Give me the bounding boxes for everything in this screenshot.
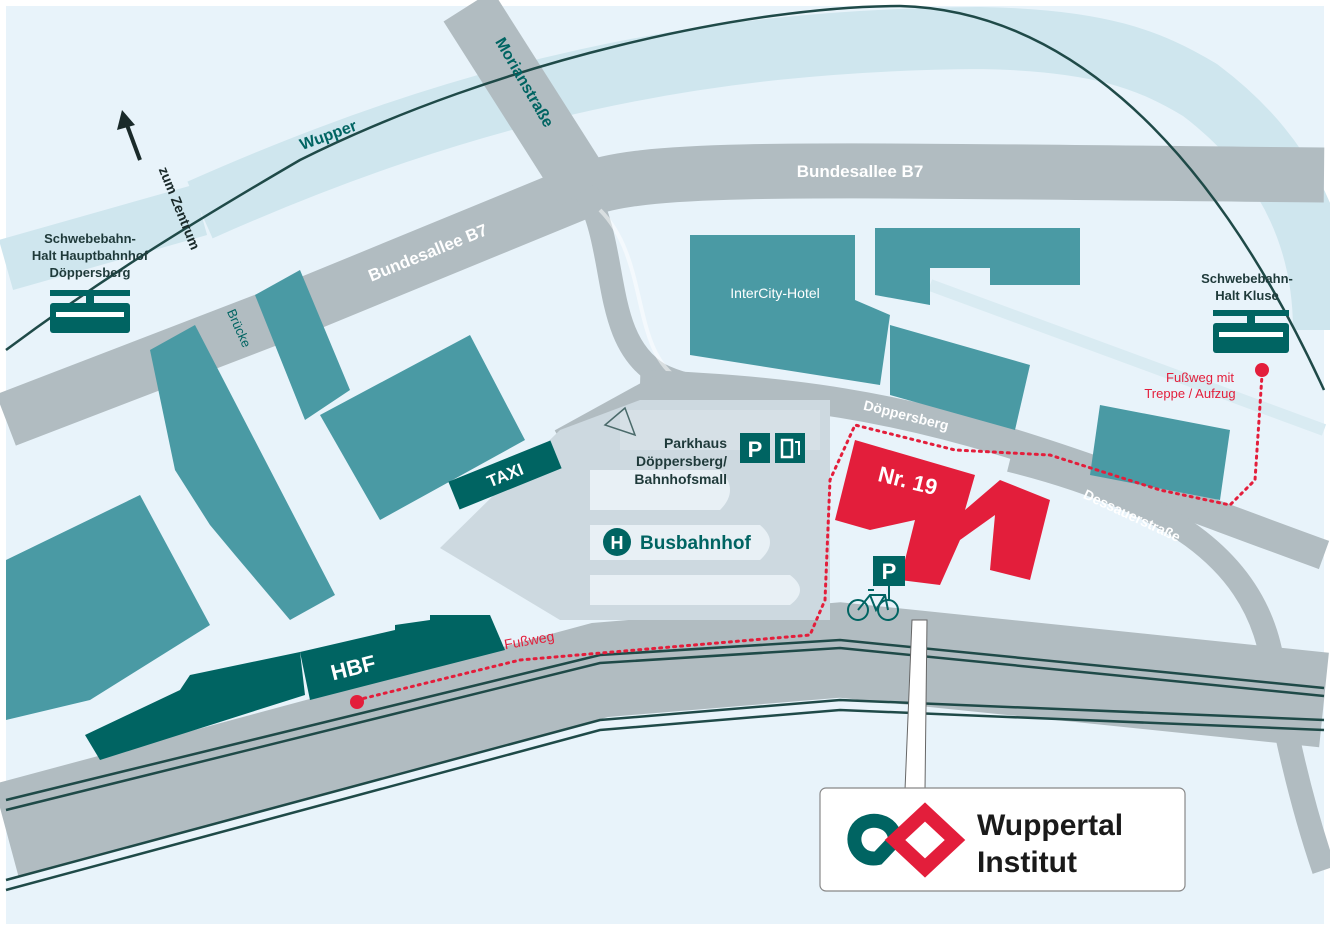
roads	[0, 0, 1330, 874]
fussweg-treppe-line2: Treppe / Aufzug	[1144, 386, 1235, 401]
direction-triangle-icon	[603, 406, 637, 437]
bike-parking-p-label: P	[882, 559, 897, 584]
ev-charging-icon	[775, 433, 805, 463]
bus-h-symbol: H	[603, 528, 631, 556]
fussweg-treppe-line1: Fußweg mit	[1166, 370, 1234, 385]
logo-line1: Wuppertal	[977, 809, 1123, 842]
busbahnhof-label: Busbahnhof	[640, 533, 751, 554]
station-right-line2: Halt Kluse	[1215, 288, 1279, 303]
hbf-start-dot	[350, 695, 364, 709]
logo-line2: Institut	[977, 846, 1077, 879]
station-left-line3: Döppersberg	[50, 265, 131, 280]
parkhaus-line2: Döppersberg/	[636, 453, 727, 469]
rail-tracks	[0, 602, 1329, 892]
bundesallee-top-label: Bundesallee B7	[797, 162, 924, 181]
parkhaus-line1: Parkhaus	[664, 435, 727, 451]
parking-p-label: P	[748, 437, 763, 462]
intercity-hotel-label: InterCity-Hotel	[730, 285, 819, 301]
wuppertal-institut-logo	[847, 802, 966, 878]
logo-box: Wuppertal Institut	[819, 787, 1186, 892]
parkhaus-line3: Bahnhofsmall	[634, 471, 727, 487]
station-right-icon	[1213, 310, 1289, 353]
bike-parking-sign: P	[873, 556, 905, 600]
hbf-building	[85, 615, 505, 760]
bus-h-label: H	[611, 533, 624, 553]
kluse-end-dot	[1255, 363, 1269, 377]
bicycle-icon	[847, 589, 899, 621]
taxi-sign: TAXI	[448, 440, 562, 510]
station-left-icon	[50, 290, 130, 333]
station-left-line2: Halt Hauptbahnhof	[32, 248, 149, 263]
nr19-building	[835, 440, 1050, 585]
station-right-line1: Schwebebahn-	[1201, 271, 1293, 286]
schwebebahn-line	[5, 4, 1326, 391]
buildings	[6, 228, 1230, 720]
station-left-line1: Schwebebahn-	[44, 231, 136, 246]
arrow-up-icon	[117, 110, 142, 161]
water-channel	[927, 279, 1327, 436]
walking-paths	[355, 373, 1264, 702]
parkhaus-parking-sign: P	[740, 433, 770, 463]
